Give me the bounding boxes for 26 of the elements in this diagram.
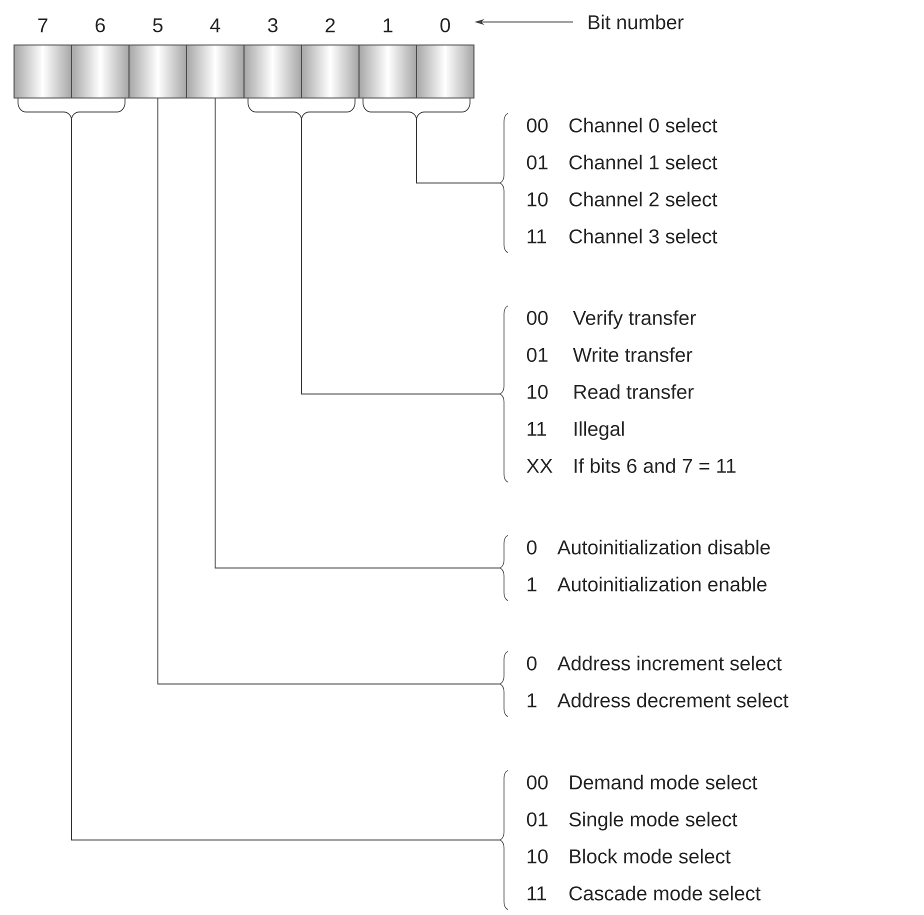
bit-cell: 5 bbox=[128, 18, 188, 98]
bit-cell: 1 bbox=[358, 18, 418, 98]
node-label: 4 bbox=[210, 18, 220, 32]
connector-line bbox=[416, 98, 500, 184]
bit-cell: 4 bbox=[186, 18, 244, 98]
option-list: 0 Address increment select 1 Address decrement select bbox=[527, 656, 788, 708]
bit-cell: 7 bbox=[14, 18, 72, 98]
option-list: 00 Verify transfer 01 Write transfer 10 Read transfer 11 Illegal XX If bits 6 and 7 = 11 bbox=[526, 310, 736, 473]
bit-cell: 2 bbox=[300, 18, 360, 98]
option-list: 00 Channel 0 select 01 Channel 1 select 10 Channel 2 select 11 Channel 3 select bbox=[527, 118, 718, 244]
bit-cell: 6 bbox=[70, 18, 130, 98]
connector-line bbox=[157, 98, 500, 684]
axis-label: Bit number bbox=[588, 14, 684, 30]
node-label: 5 bbox=[153, 18, 163, 32]
node-label: 7 bbox=[38, 18, 48, 32]
node-label: 1 bbox=[384, 18, 392, 32]
node-label: 2 bbox=[326, 18, 335, 32]
bit-cell: 0 bbox=[416, 18, 474, 98]
node-label: 0 bbox=[440, 18, 450, 32]
connector-line bbox=[214, 98, 500, 568]
connector-line bbox=[301, 98, 500, 394]
node-label: 3 bbox=[268, 18, 278, 32]
option-list: 00 Demand mode select 01 Single mode select 10 Block mode select 11 Cascade mode select bbox=[527, 774, 761, 900]
node-label: 6 bbox=[96, 18, 105, 32]
option-list: 0 Autoinitialization disable 1 Autoinitialization enable bbox=[527, 540, 770, 592]
bit-cell: 3 bbox=[244, 18, 302, 98]
